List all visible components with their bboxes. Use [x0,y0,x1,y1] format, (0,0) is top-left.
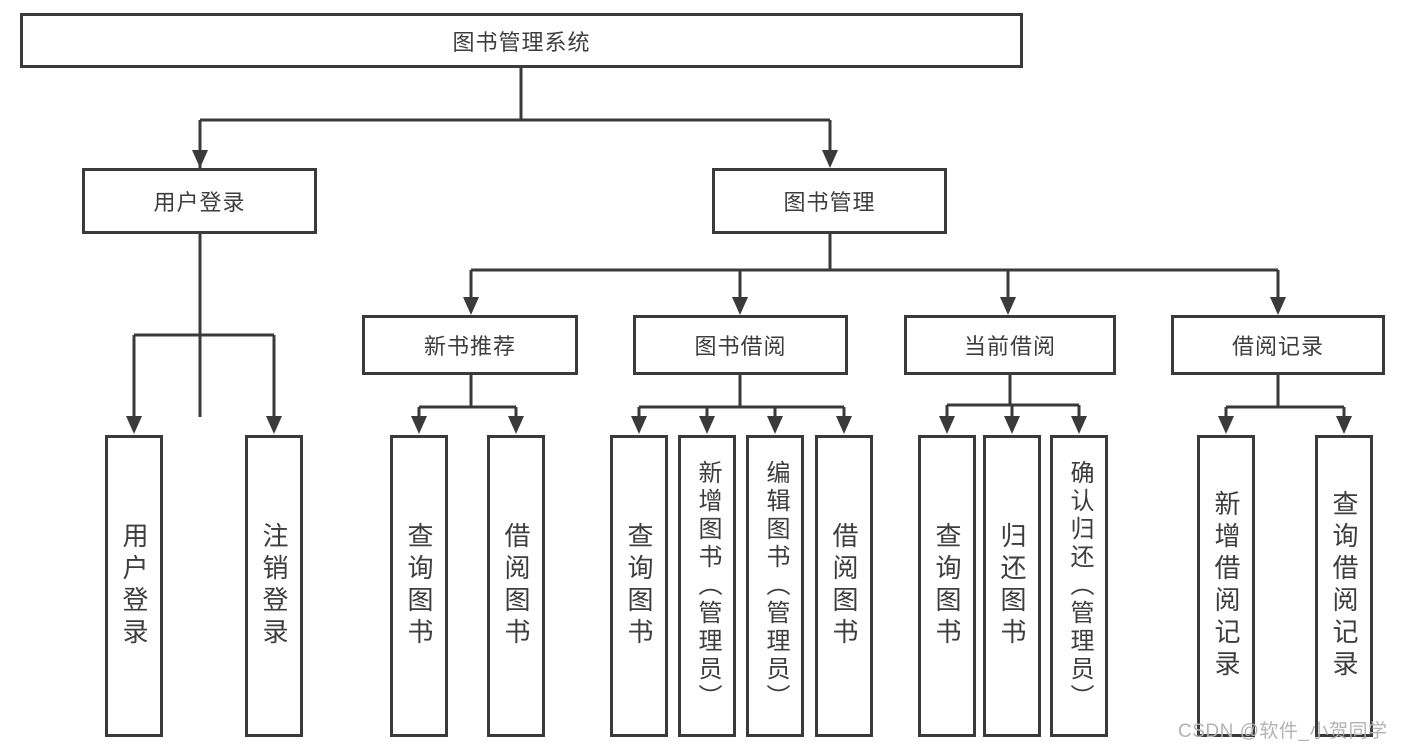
arrowhead [411,416,427,434]
arrowhead [699,416,715,434]
arrowhead [1270,297,1286,315]
node-root: 图书管理系统 [20,13,1023,68]
node-user-login-branch: 用户登录 [82,168,317,234]
arrowhead [939,416,955,434]
node-book-borrow: 图书借阅 [633,315,848,375]
arrowhead [631,416,647,434]
arrowhead [463,297,479,315]
leaf-logout-label: 注销登录 [259,522,289,650]
node-borrow-records-label: 借阅记录 [1231,334,1324,359]
leaf-user-login-label: 用户登录 [119,522,149,650]
leaf-current-query-books-label: 查询图书 [932,522,962,650]
connector-userlogin-to-leaves [132,234,276,418]
leaf-borrow-query-books: 查询图书 [610,435,668,737]
arrowhead [1336,416,1352,434]
node-book-mgmt-branch: 图书管理 [712,168,947,234]
arrowhead [192,150,208,168]
leaf-newbook-query-books-label: 查询图书 [404,522,434,650]
leaf-current-return-books: 归还图书 [983,435,1041,737]
leaf-newbook-query-books: 查询图书 [390,435,448,737]
arrowhead [1000,297,1016,315]
arrowhead [1218,416,1234,434]
leaf-user-login: 用户登录 [105,435,163,737]
arrowhead [1071,416,1087,434]
node-book-borrow-label: 图书借阅 [694,334,787,359]
connector-records-to-leaves [1224,375,1346,418]
leaf-current-query-books: 查询图书 [918,435,976,737]
arrowhead [836,416,852,434]
leaf-current-return-books-label: 归还图书 [997,522,1027,650]
leaf-borrow-add-books-admin: 新增图书（管理员） [678,435,736,737]
node-current-borrow: 当前借阅 [904,315,1116,375]
connector-bookmgmt-to-level3 [469,234,1280,299]
node-new-book-recommend: 新书推荐 [362,315,578,375]
leaf-logout: 注销登录 [245,435,303,737]
leaf-borrow-borrow-books: 借阅图书 [815,435,873,737]
arrowhead [1004,416,1020,434]
leaf-records-add-record: 新增借阅记录 [1197,435,1255,737]
connector-borrow-to-leaves [637,375,846,418]
arrowhead [508,416,524,434]
leaf-newbook-borrow-books: 借阅图书 [487,435,545,737]
arrowhead [767,416,783,434]
arrowhead [266,416,282,434]
connector-newbook-to-leaves [417,375,518,418]
node-root-label: 图书管理系统 [452,29,591,55]
leaf-borrow-query-books-label: 查询图书 [624,522,654,650]
leaf-borrow-edit-books-admin: 编辑图书（管理员） [746,435,804,737]
leaf-current-confirm-return-admin-label: 确认归还（管理员） [1066,460,1093,712]
leaf-current-confirm-return-admin: 确认归还（管理员） [1050,435,1108,737]
node-borrow-records: 借阅记录 [1171,315,1385,375]
node-new-book-recommend-label: 新书推荐 [423,334,516,359]
node-book-mgmt-branch-label: 图书管理 [783,190,876,215]
leaf-borrow-add-books-admin-label: 新增图书（管理员） [694,460,721,712]
leaf-records-query-record: 查询借阅记录 [1315,435,1373,737]
leaf-newbook-borrow-books-label: 借阅图书 [501,522,531,650]
leaf-borrow-edit-books-admin-label: 编辑图书（管理员） [762,460,789,712]
arrowhead [822,150,838,168]
node-user-login-branch-label: 用户登录 [153,190,246,215]
leaf-records-query-record-label: 查询借阅记录 [1329,490,1359,682]
arrowhead [126,416,142,434]
arrowhead [732,297,748,315]
csdn-watermark: CSDN @软件_小贺同学 [1178,721,1388,742]
node-current-borrow-label: 当前借阅 [963,334,1056,359]
leaf-records-add-record-label: 新增借阅记录 [1211,490,1241,682]
leaf-borrow-borrow-books-label: 借阅图书 [829,522,859,650]
connector-current-to-leaves [945,375,1081,418]
